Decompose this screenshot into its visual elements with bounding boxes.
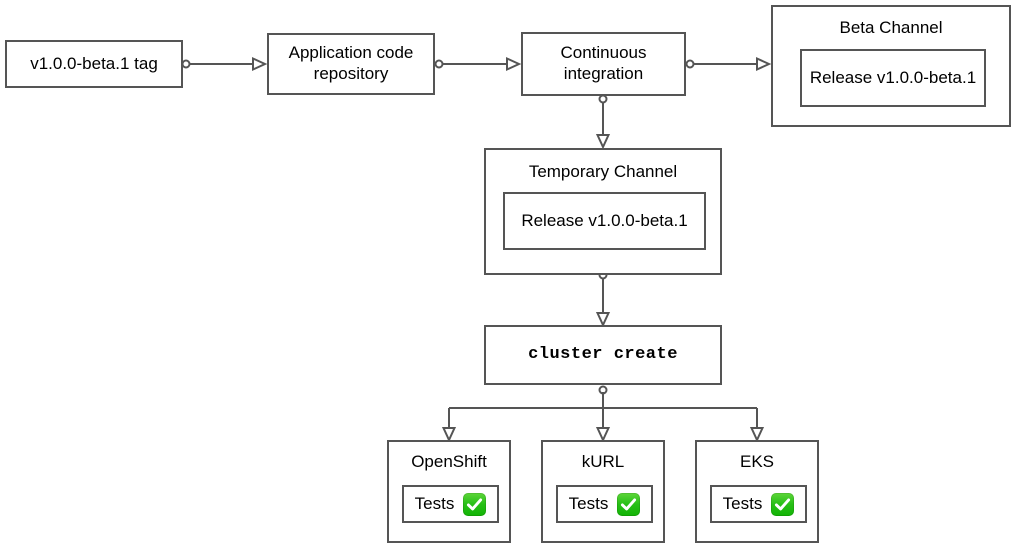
- beta-channel-release-box[interactable]: Release v1.0.0-beta.1: [800, 49, 986, 107]
- platform-kurl-tests-label: Tests: [568, 494, 609, 513]
- node-cluster-create[interactable]: cluster create: [484, 325, 722, 385]
- green-check-icon: [617, 492, 641, 516]
- green-check-icon: [463, 492, 487, 516]
- node-continuous-integration-label: Continuous integration: [560, 43, 647, 83]
- temporary-channel-release-box[interactable]: Release v1.0.0-beta.1: [503, 192, 706, 250]
- platform-openshift-label: OpenShift: [411, 452, 487, 471]
- node-tag-label: v1.0.0-beta.1 tag: [30, 53, 158, 73]
- edge-repo-to-ci: [434, 56, 522, 72]
- edge-ci-to-beta-channel: [685, 56, 772, 72]
- platform-eks-label: EKS: [739, 452, 775, 471]
- platform-eks-tests-label: Tests: [722, 494, 763, 513]
- platform-openshift-tests-box[interactable]: Tests: [402, 485, 499, 523]
- edge-temporary-channel-to-cluster-create: [595, 270, 611, 328]
- edge-tag-to-repo: [181, 56, 268, 72]
- edge-cluster-create-to-platforms: [441, 385, 765, 443]
- green-check-icon: [771, 492, 795, 516]
- node-platform-openshift[interactable]: OpenShift Tests: [387, 440, 511, 543]
- platform-kurl-tests-box[interactable]: Tests: [556, 485, 653, 523]
- node-temporary-channel[interactable]: Temporary Channel Release v1.0.0-beta.1: [484, 148, 722, 275]
- node-continuous-integration[interactable]: Continuous integration: [521, 32, 686, 96]
- node-cluster-create-label: cluster create: [528, 344, 678, 364]
- node-platform-eks[interactable]: EKS Tests: [695, 440, 819, 543]
- temporary-channel-release-label: Release v1.0.0-beta.1: [521, 211, 688, 230]
- node-application-code-repository[interactable]: Application code repository: [267, 33, 435, 95]
- beta-channel-label: Beta Channel: [839, 18, 943, 37]
- beta-channel-release-label: Release v1.0.0-beta.1: [809, 68, 977, 87]
- node-application-code-repository-label: Application code repository: [288, 43, 414, 83]
- edge-ci-to-temporary-channel: [595, 94, 611, 150]
- node-beta-channel[interactable]: Beta Channel Release v1.0.0-beta.1: [771, 5, 1011, 127]
- platform-kurl-label: kURL: [581, 452, 625, 471]
- platform-eks-tests-box[interactable]: Tests: [710, 485, 807, 523]
- node-platform-kurl[interactable]: kURL Tests: [541, 440, 665, 543]
- platform-openshift-tests-label: Tests: [414, 494, 455, 513]
- temporary-channel-label: Temporary Channel: [528, 162, 678, 181]
- node-tag[interactable]: v1.0.0-beta.1 tag: [5, 40, 183, 88]
